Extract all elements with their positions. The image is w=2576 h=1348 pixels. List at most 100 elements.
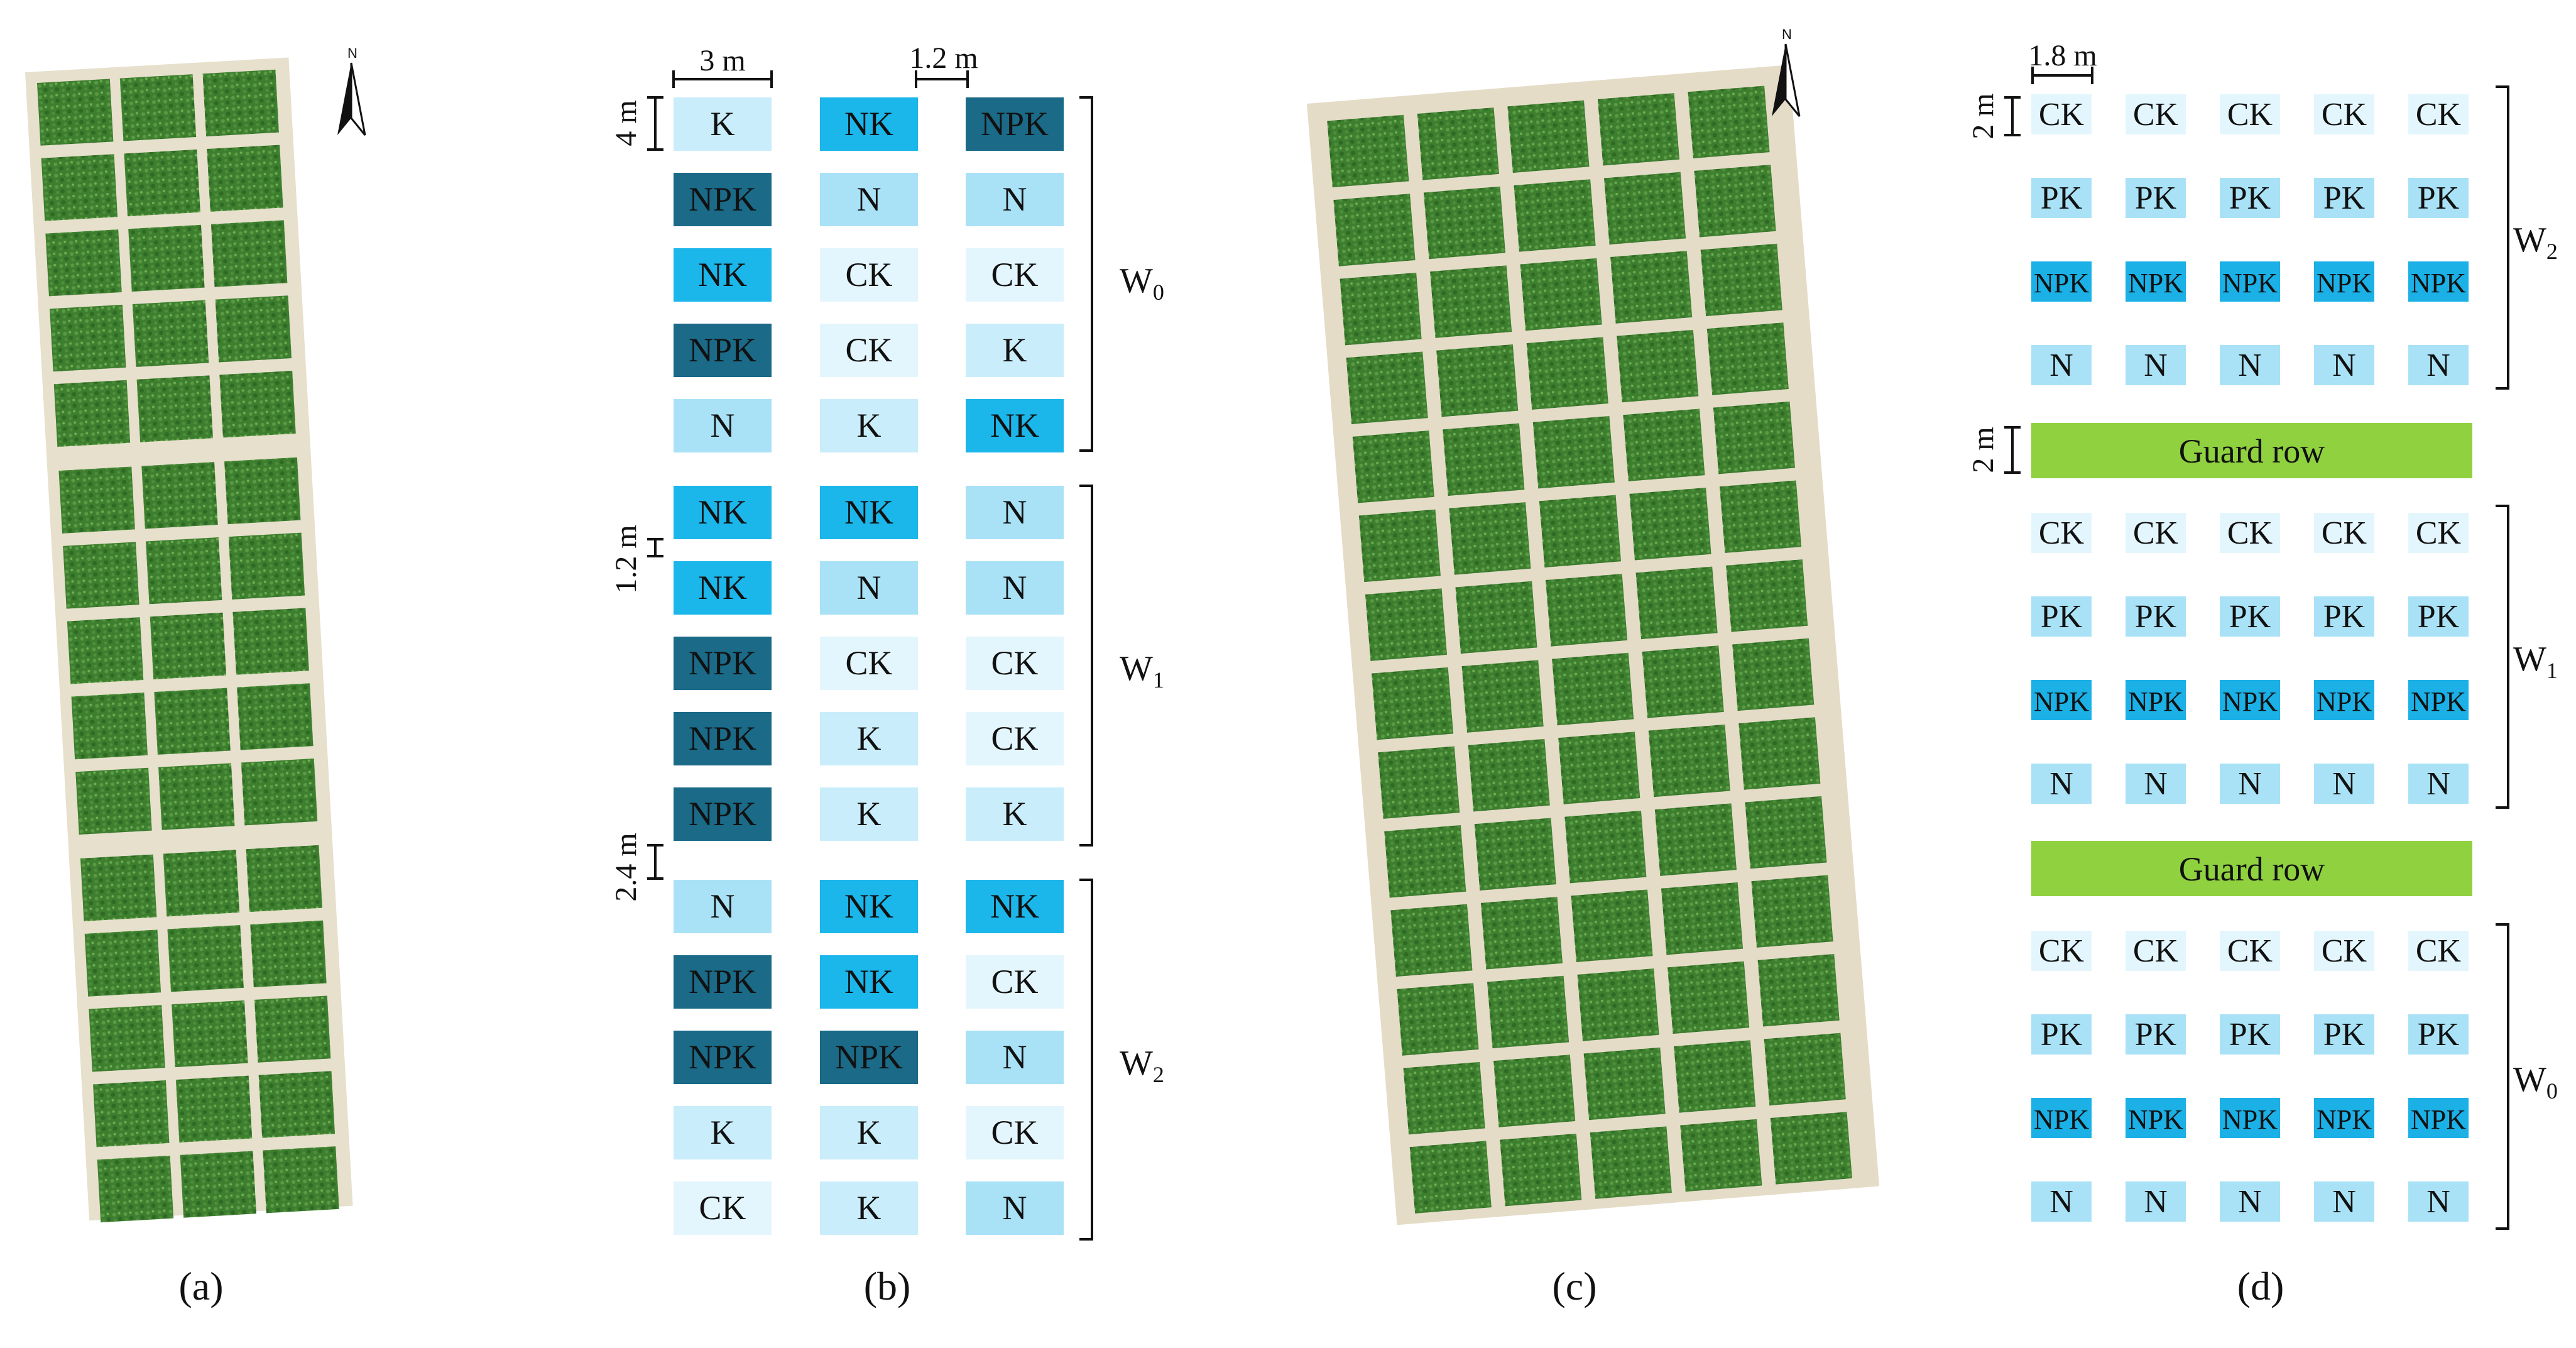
plot-d-ck [2126, 94, 2186, 134]
photo-c-plot [1372, 667, 1454, 740]
photo-c-plot [1474, 818, 1556, 890]
plot-d-label: PK [2323, 599, 2366, 635]
photo-a-plot [163, 850, 240, 917]
photo-c-plot [1449, 502, 1531, 575]
plot-d-label: PK [2229, 1017, 2271, 1053]
photo-c-plot [1384, 825, 1466, 898]
photo-c-plot [1397, 983, 1479, 1056]
plot-d-label: NPK [2411, 686, 2466, 717]
dim-d-width-label: 1.8 m [2028, 39, 2097, 72]
plot-b-label: K [1003, 331, 1027, 369]
plot-d-label: CK [2133, 933, 2179, 969]
photo-a-plot [41, 154, 118, 221]
plot-d-label: N [2426, 766, 2450, 802]
plot-b-label: NPK [835, 1038, 903, 1076]
photo-c-plot [1390, 904, 1473, 977]
plot-b-label: NK [844, 963, 893, 1000]
plot-d-ck [2408, 931, 2469, 971]
north-label-c: N [1782, 26, 1792, 42]
dim-width-3m: 3 m [672, 44, 773, 88]
photo-a-plot [58, 466, 135, 534]
photo-a-plot [136, 375, 213, 442]
photo-c-plot [1583, 1047, 1666, 1121]
plot-d-label: N [2144, 348, 2168, 383]
photo-a-plot [237, 683, 314, 750]
photo-c-plot [1552, 652, 1634, 726]
photo-c-plot [1719, 480, 1802, 553]
panel-label-b: (b) [864, 1264, 911, 1308]
photo-a-plot [246, 845, 322, 912]
plot-d-pk [2314, 178, 2374, 218]
dim-gap-1-2m: 1.2 m [909, 41, 978, 88]
plot-d-label: NPK [2411, 268, 2466, 299]
photo-c-plot [1443, 423, 1525, 496]
photo-c-plot [1642, 645, 1724, 718]
plot-d-label: CK [2039, 97, 2085, 133]
plot-b-n [674, 399, 772, 452]
plot-b-label: K [711, 105, 735, 143]
photo-c-plot [1468, 738, 1550, 812]
plot-d-npk [2031, 261, 2092, 302]
dim-block-gap-label: 2.4 m [609, 833, 643, 901]
plot-b-label: N [711, 887, 735, 925]
photo-a-plot [228, 532, 305, 600]
photo-a-plot [224, 457, 301, 525]
plot-d-label: CK [2227, 933, 2273, 969]
photo-a-plot [119, 74, 197, 141]
plot-b-k [966, 787, 1064, 841]
plot-b-k [820, 712, 918, 765]
plot-b-n [820, 173, 918, 226]
plot-b-label: NK [844, 105, 893, 143]
group-label-b: W2 [1120, 1044, 1164, 1087]
plot-d-label: N [2049, 348, 2073, 383]
plot-b-label: N [857, 569, 881, 606]
photo-c-plot [1327, 114, 1409, 188]
plot-d-label: CK [2133, 515, 2179, 551]
plot-b-npk [820, 1031, 918, 1084]
photo-a-plot [258, 1071, 336, 1138]
photo-c-plot [1629, 488, 1711, 561]
field-photo-a [25, 57, 353, 1223]
plot-d-label: CK [2133, 97, 2179, 133]
plot-d-npk [2031, 680, 2092, 720]
plot-d-n [2031, 764, 2092, 804]
group-label-d: W1 [2513, 640, 2558, 683]
plot-d-pk [2031, 596, 2092, 637]
plot-d-label: NPK [2317, 268, 2372, 299]
plot-b-label: NK [844, 493, 893, 531]
plot-b-label: K [1003, 795, 1027, 833]
photo-c-plot [1403, 1061, 1485, 1135]
plot-d-npk [2408, 1098, 2469, 1138]
plot-b-npk [674, 637, 772, 690]
plot-d-label: CK [2322, 933, 2367, 969]
photo-a-plot [219, 371, 296, 438]
plot-d-label: NPK [2034, 268, 2089, 299]
plot-d-label: N [2426, 1184, 2450, 1220]
photo-c-plot [1532, 415, 1615, 489]
photo-c-plot [1514, 179, 1596, 252]
plot-b-label: N [1003, 1038, 1027, 1076]
plot-b-label: N [1003, 569, 1027, 606]
plot-b-label: K [857, 720, 881, 757]
photo-a-plot [254, 995, 331, 1063]
photo-a-plot [158, 763, 235, 830]
photo-c-plot [1493, 1055, 1576, 1127]
plot-d-label: N [2332, 766, 2356, 802]
photo-c-plot [1751, 875, 1833, 948]
plot-d-ck [2314, 513, 2374, 553]
dim-width-label: 3 m [699, 44, 745, 77]
photo-c-plot [1688, 85, 1770, 158]
plot-d-label: PK [2418, 1017, 2460, 1053]
plot-d-pk [2220, 596, 2280, 637]
plot-d-ck [2031, 931, 2092, 971]
plot-b-nk [820, 880, 918, 933]
photo-a-plot [67, 617, 144, 684]
photo-a-plot [180, 1151, 256, 1218]
photo-a-plot [45, 229, 122, 297]
plot-b-n [966, 173, 1064, 226]
plot-d-ck [2126, 931, 2186, 971]
photo-a-plot [128, 224, 205, 292]
plot-b-n [966, 1181, 1064, 1235]
